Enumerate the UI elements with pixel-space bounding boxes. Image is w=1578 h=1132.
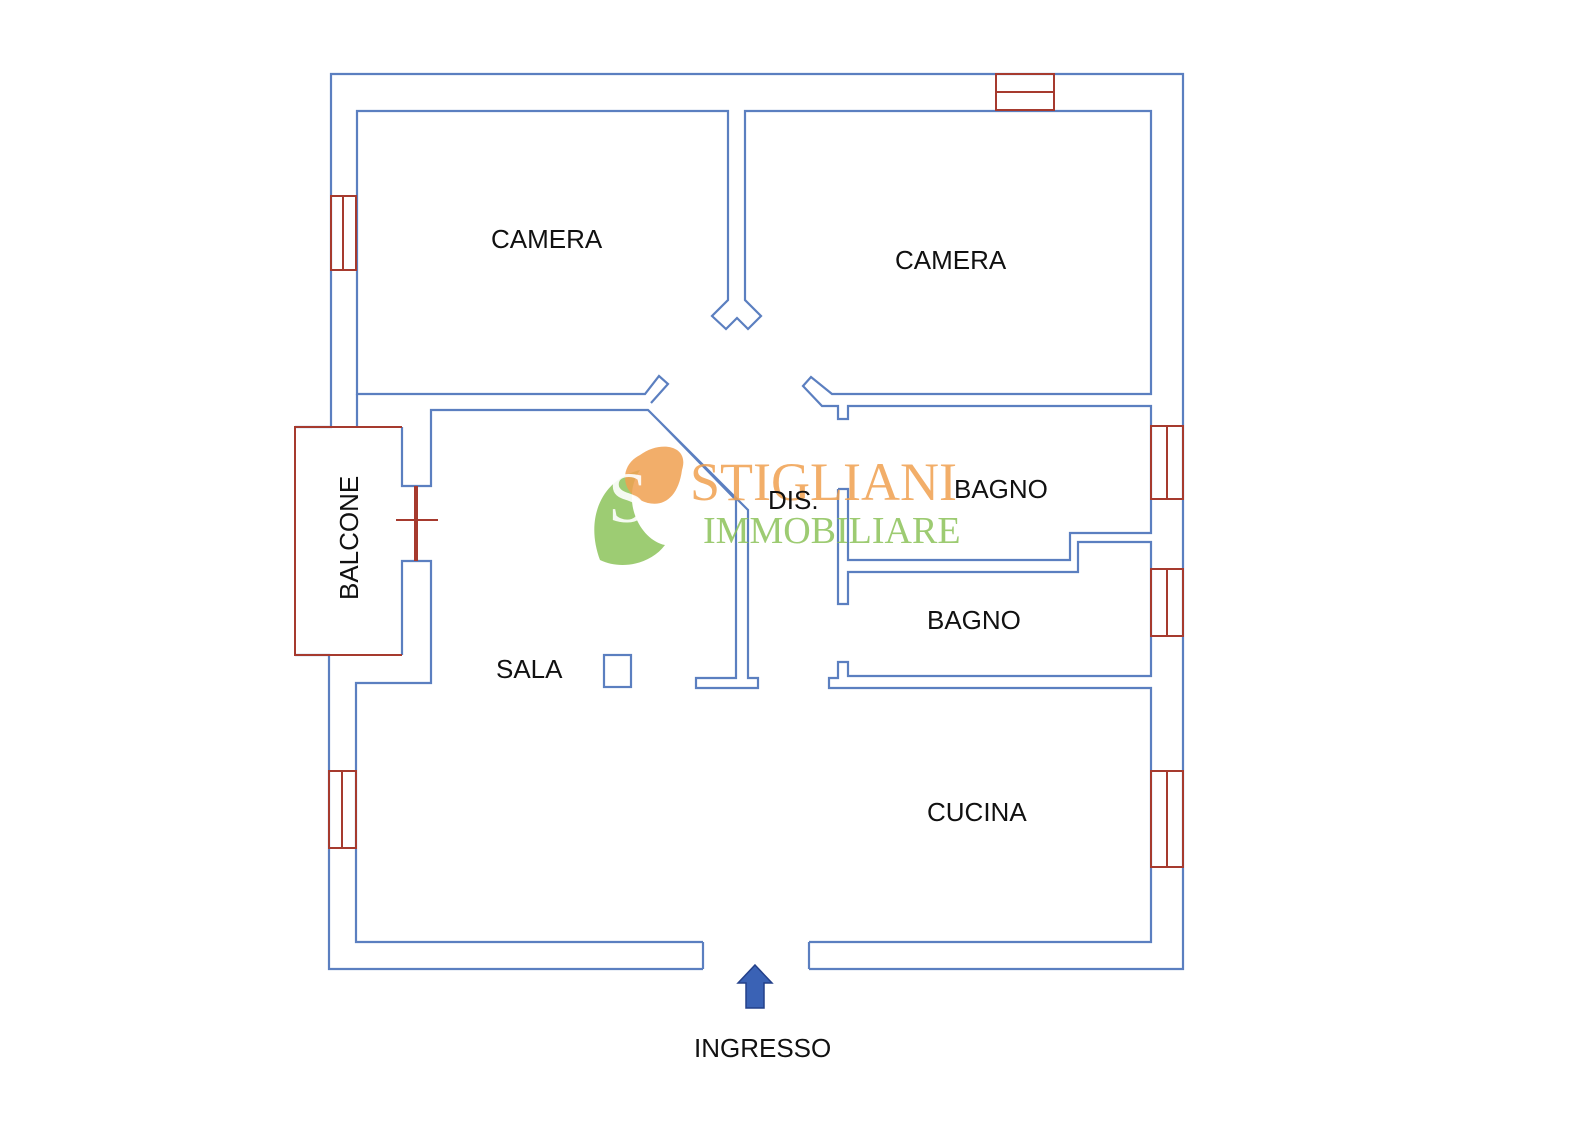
room-label-bagno-2: BAGNO — [927, 605, 1021, 635]
windows — [328, 73, 1184, 868]
room-labels: CAMERA CAMERA BAGNO DIS. BAGNO SALA CUCI… — [334, 224, 1048, 827]
logo-brand: STIGLIANI — [690, 452, 957, 512]
logo-subtitle: IMMOBILIARE — [703, 510, 961, 552]
entrance-label: INGRESSO — [694, 1033, 831, 1063]
room-label-balcone: BALCONE — [334, 476, 364, 600]
logo-leaf-green-icon — [594, 470, 665, 565]
room-label-bagno-1: BAGNO — [954, 474, 1048, 504]
balcony — [294, 426, 438, 656]
watermark-logo: S STIGLIANI IMMOBILIARE — [594, 446, 961, 565]
up-arrow-icon — [736, 963, 774, 1009]
logo-letter: S — [608, 458, 648, 538]
column-square — [602, 653, 633, 689]
room-label-camera-2: CAMERA — [895, 245, 1007, 275]
entrance: INGRESSO — [694, 963, 831, 1063]
room-label-dis: DIS. — [768, 485, 819, 515]
room-label-cucina: CUCINA — [927, 797, 1027, 827]
logo-leaf-orange-icon — [625, 446, 684, 504]
room-label-sala: SALA — [496, 654, 563, 684]
room-label-camera-1: CAMERA — [491, 224, 603, 254]
